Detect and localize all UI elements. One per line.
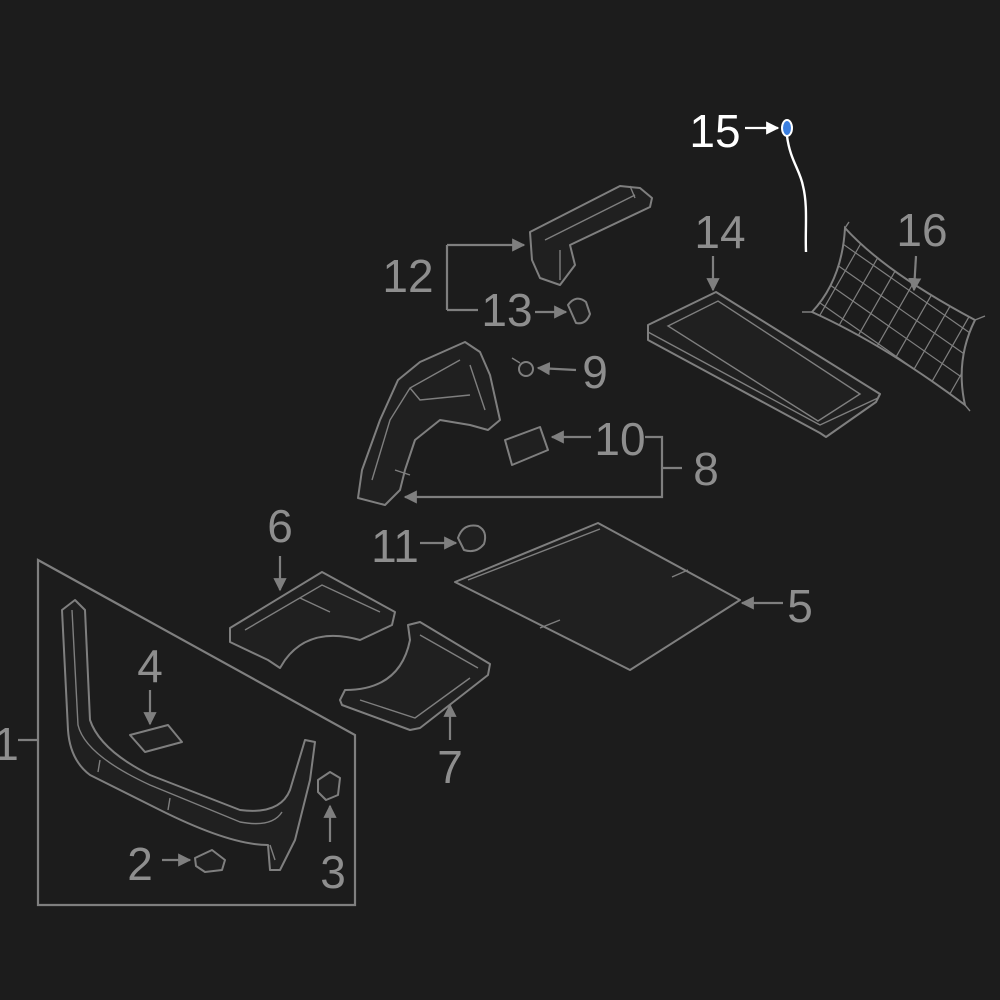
part-15-group: 15: [689, 105, 808, 253]
callout-2-label: 2: [127, 838, 153, 890]
part-5-group: 5: [454, 522, 813, 671]
part-11-clip: [457, 524, 487, 553]
callout-10-label: 10: [594, 413, 645, 465]
part-16-group: 16: [802, 204, 986, 412]
callout-13-label: 13: [481, 284, 532, 336]
part-16-cargo-net: [810, 225, 977, 408]
part-14-inner-panel: [666, 300, 862, 422]
part-5-detail: [467, 528, 689, 629]
part-7-group: 7: [339, 621, 491, 793]
part-1-detail: [71, 609, 283, 861]
callout-12-label: 12: [382, 250, 433, 302]
callout-4-label: 4: [137, 640, 163, 692]
part-6-group: 6: [229, 500, 396, 669]
part-15-cable: [785, 135, 808, 253]
part-5-floor-mat: [454, 522, 741, 671]
callout-6-label: 6: [267, 500, 293, 552]
part-7-detail: [359, 634, 479, 719]
callout-9-arrow: [536, 362, 577, 376]
callout-5-label: 5: [787, 580, 813, 632]
part-14-parcel-shelf: [647, 291, 881, 438]
part-14-group: 14: [647, 206, 881, 438]
part-8-detail: [371, 359, 486, 481]
part-4-cover: [129, 724, 183, 753]
part-8-quarter-trim: [357, 341, 501, 506]
part-15-highlight-marker: [781, 119, 793, 137]
part-9-stem: [511, 357, 521, 364]
part-16-corner-hooks: [802, 221, 986, 412]
part-6-detail: [244, 584, 381, 631]
part-12-detail: [544, 185, 636, 280]
part-8-10-group: 10 8: [357, 341, 719, 506]
part-1-assembly-box: [36, 558, 357, 907]
part-9-group: 9: [511, 346, 608, 398]
part-2-clip: [194, 849, 226, 873]
callout-15-label: 15: [689, 105, 740, 157]
part-3-clip: [317, 771, 341, 801]
callout-1-label: 1: [0, 718, 19, 770]
callout-14-label: 14: [694, 206, 745, 258]
part-11-group: 11: [371, 520, 487, 572]
part-9-clip: [518, 361, 534, 377]
part-7-floor-board: [339, 621, 491, 731]
part-13-clip: [567, 297, 591, 325]
part-12-pillar-trim: [529, 185, 653, 286]
callout-9-label: 9: [582, 346, 608, 398]
callout-7-label: 7: [437, 741, 463, 793]
part-6-floor-board: [229, 571, 396, 669]
part-1-group: 1 4 2 3: [0, 558, 357, 907]
callout-11-label: 11: [371, 520, 419, 572]
callout-16-label: 16: [896, 204, 947, 256]
part-10-cover: [504, 426, 549, 466]
part-14-edge: [647, 331, 879, 426]
callout-8-label: 8: [693, 443, 719, 495]
callout-3-label: 3: [320, 846, 346, 898]
part-1-rear-trim: [61, 599, 316, 871]
part-12-13-group: 12 13: [382, 185, 653, 336]
